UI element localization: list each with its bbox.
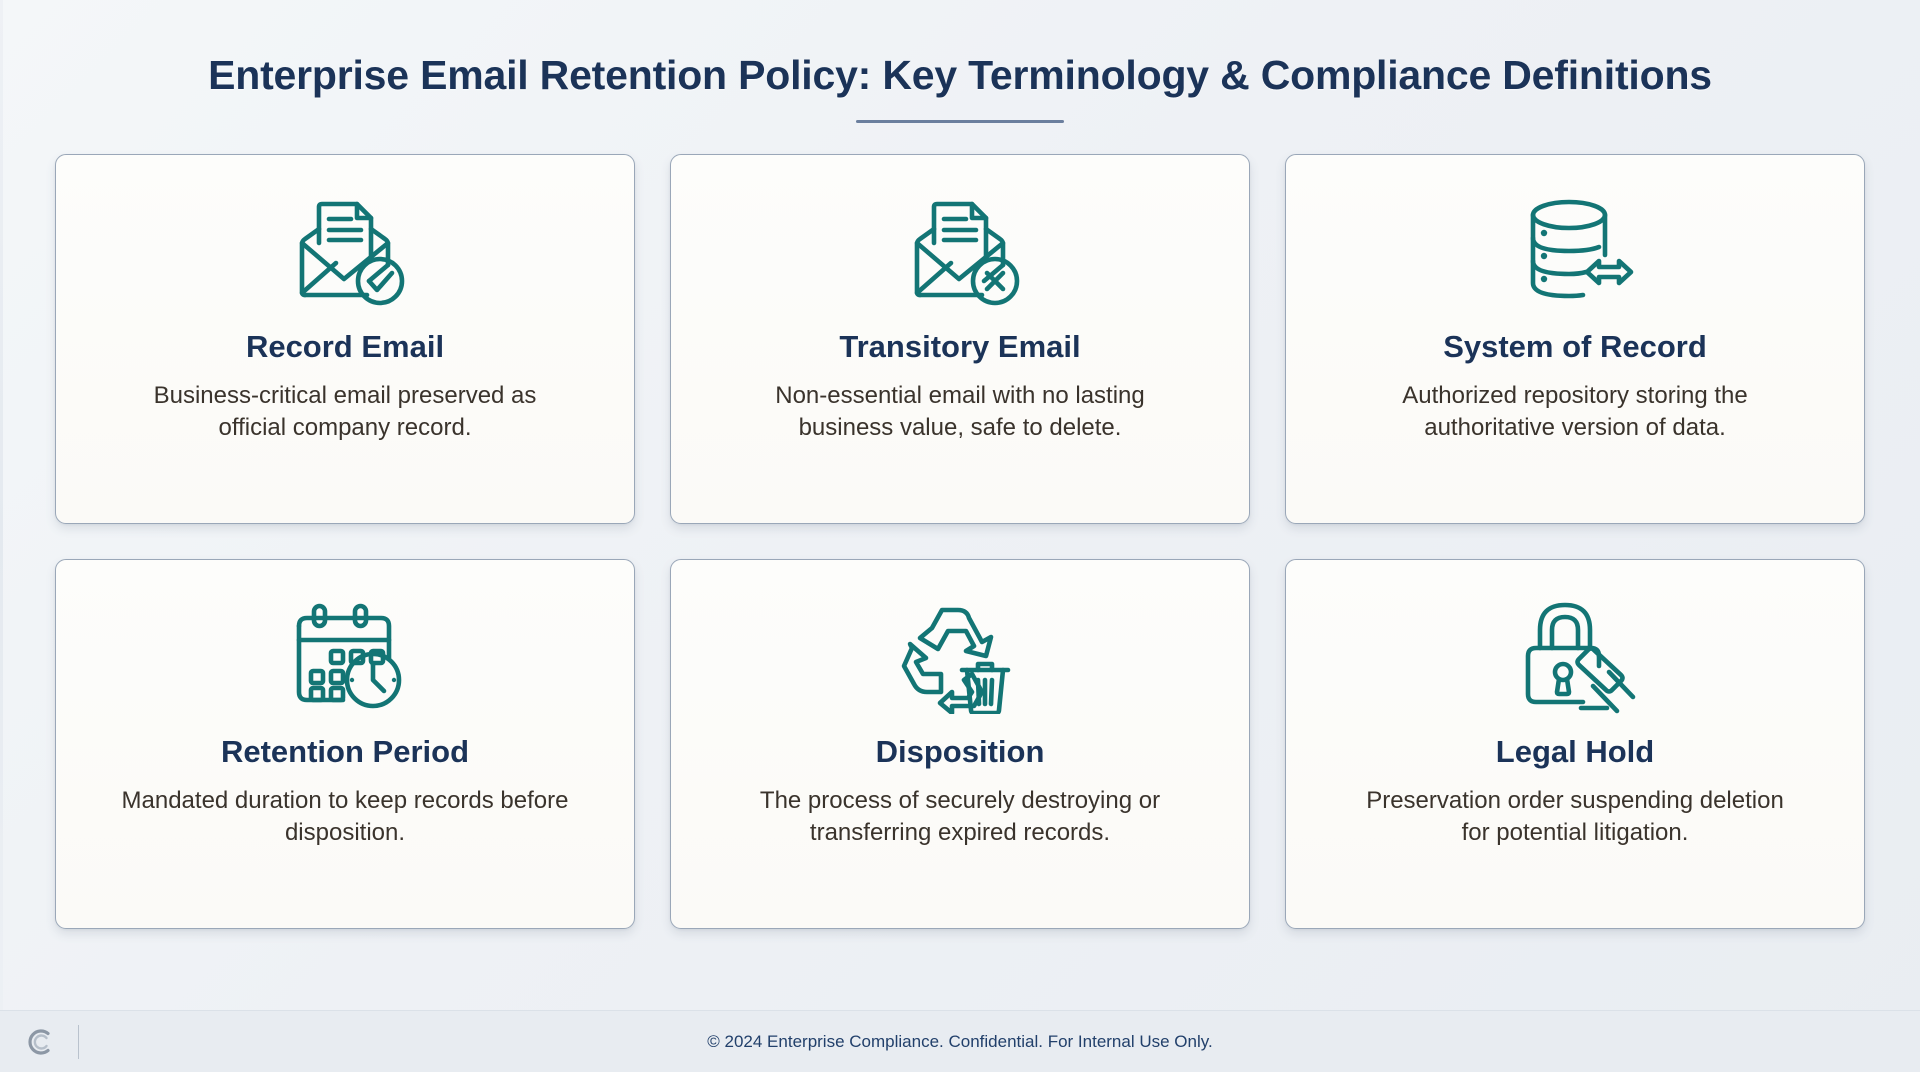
title-underline-accent: [856, 120, 1064, 124]
definition-card-grid: Record Email Business-critical email pre…: [55, 154, 1865, 930]
title-section: Enterprise Email Retention Policy: Key T…: [0, 0, 1920, 124]
calendar-clock-icon: [281, 594, 409, 716]
footer-divider: [78, 1024, 79, 1059]
card-record-email[interactable]: Record Email Business-critical email pre…: [55, 154, 635, 525]
card-description: Mandated duration to keep records before…: [121, 786, 569, 847]
footer-brand: [0, 1024, 79, 1059]
card-description: The process of securely destroying or tr…: [759, 786, 1161, 847]
card-title: Disposition: [875, 734, 1045, 770]
recycle-trash-icon: [896, 594, 1024, 716]
card-title: Record Email: [245, 329, 445, 365]
card-title: Transitory Email: [839, 329, 1081, 365]
envelope-document-x-icon: [896, 189, 1024, 311]
database-transfer-icon: [1511, 189, 1639, 311]
card-description: Business-critical email preserved as off…: [153, 381, 537, 442]
card-disposition[interactable]: Disposition The process of securely dest…: [670, 559, 1250, 930]
card-legal-hold[interactable]: Legal Hold Preservation order suspending…: [1285, 559, 1865, 930]
card-title: Legal Hold: [1495, 734, 1655, 770]
card-system-of-record[interactable]: System of Record Authorized repository s…: [1285, 154, 1865, 525]
card-retention-period[interactable]: Retention Period Mandated duration to ke…: [55, 559, 635, 930]
card-description: Preservation order suspending deletion f…: [1366, 786, 1784, 847]
footer-bar: © 2024 Enterprise Compliance. Confidenti…: [0, 1010, 1920, 1072]
envelope-document-check-icon: [281, 189, 409, 311]
left-edge-strip: [0, 0, 3, 1072]
card-transitory-email[interactable]: Transitory Email Non-essential email wit…: [670, 154, 1250, 525]
card-title: Retention Period: [220, 734, 469, 770]
card-description: Authorized repository storing the author…: [1402, 381, 1748, 442]
page-title: Enterprise Email Retention Policy: Key T…: [208, 52, 1712, 98]
c-monogram-logo: [28, 1028, 50, 1055]
padlock-gavel-icon: [1511, 594, 1639, 716]
footer-copyright: © 2024 Enterprise Compliance. Confidenti…: [707, 1031, 1213, 1051]
card-title: System of Record: [1443, 329, 1707, 365]
card-description: Non-essential email with no lasting busi…: [775, 381, 1145, 442]
